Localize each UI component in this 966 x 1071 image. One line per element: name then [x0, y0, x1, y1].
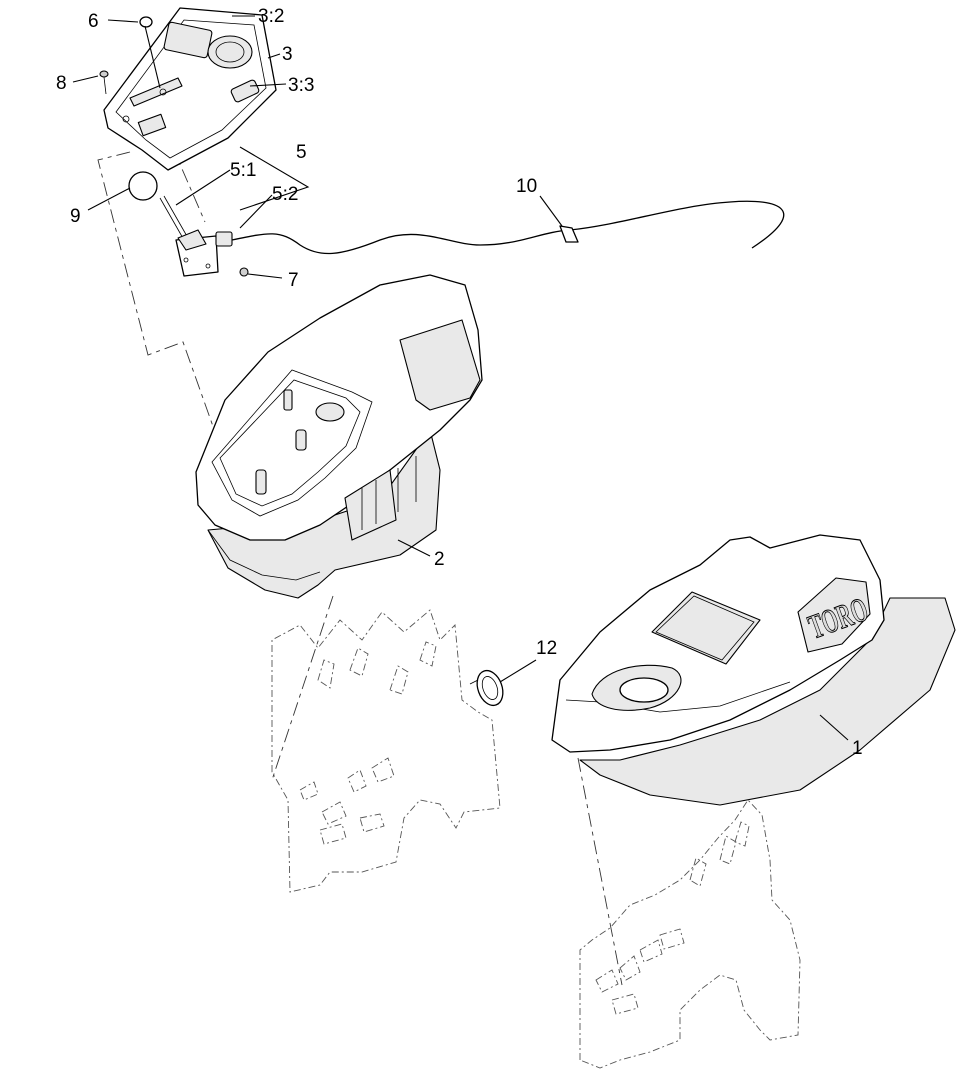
knob-ball	[129, 172, 157, 200]
control-panel-cover	[104, 8, 276, 170]
callout-7: 7	[288, 270, 299, 291]
screw	[100, 71, 108, 94]
assembly-line-cover-to-console	[98, 152, 215, 432]
callout-12: 12	[536, 638, 557, 659]
callout-5-1: 5:1	[230, 160, 256, 181]
clamp-ring	[470, 667, 507, 709]
callout-3-2: 3:2	[258, 6, 284, 27]
callout-2: 2	[434, 549, 445, 570]
callout-1: 1	[852, 738, 863, 759]
throttle-assembly	[160, 196, 232, 276]
callout-10: 10	[516, 176, 537, 197]
ghost-frame-panel-right	[580, 800, 800, 1068]
assembly-line-console-to-frame	[272, 596, 333, 780]
callout-5: 5	[296, 142, 307, 163]
ghost-frame-panel-left	[272, 610, 500, 892]
throttle-cable	[232, 201, 784, 253]
small-cap	[140, 17, 152, 27]
cable-clip	[560, 226, 578, 242]
callout-9: 9	[70, 206, 81, 227]
assembly-line-right	[578, 758, 622, 985]
callout-8: 8	[56, 73, 67, 94]
callout-5-2: 5:2	[272, 184, 298, 205]
callout-3-3: 3:3	[288, 75, 314, 96]
callout-6: 6	[88, 11, 99, 32]
seat-cover: TORO	[552, 535, 955, 805]
nut	[240, 268, 248, 276]
callout-3: 3	[282, 44, 293, 65]
